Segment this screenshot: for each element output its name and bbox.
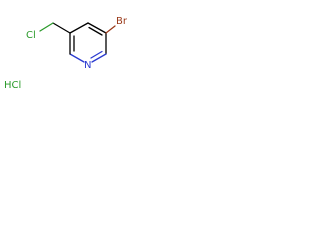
molecule-drawing: Cl Br N HCl xyxy=(4,16,128,91)
hcl-label: HCl xyxy=(4,80,21,91)
bond-ring-br xyxy=(105,25,116,34)
ring-bond-c4-c5-inner xyxy=(88,26,103,36)
nitrogen-label: N xyxy=(84,60,91,71)
ring-bond-n-c2 xyxy=(69,53,85,63)
bond-ring-ch2 xyxy=(52,22,71,34)
structure-canvas: Cl Br N HCl xyxy=(0,0,167,100)
ring-bond-c6-n-inner xyxy=(90,50,103,59)
ring-bond-c4-c5 xyxy=(87,22,107,34)
ring-bond-c6-n xyxy=(91,53,107,63)
bromine-label: Br xyxy=(116,16,128,27)
ring-bond-c3-c4 xyxy=(69,22,89,34)
bond-ch2-cl xyxy=(39,22,54,32)
chlorine-label: Cl xyxy=(26,30,36,41)
